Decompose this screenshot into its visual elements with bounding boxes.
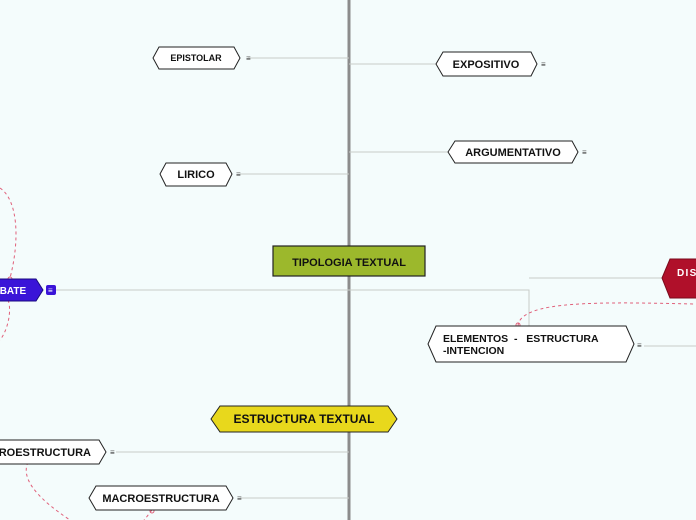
topic-epistolar-label: EPISTOLAR — [170, 53, 222, 63]
topic-epistolar[interactable]: EPISTOLAR — [152, 46, 241, 70]
relationship-lines — [0, 187, 696, 520]
connectors — [56, 57, 696, 499]
topic-elementos-label-line2: -INTENCION — [443, 345, 504, 357]
topic-discurso-label: DISCURSO PUBLICO — [677, 268, 696, 279]
topic-estructura-textual[interactable]: ESTRUCTURA TEXTUAL — [210, 405, 398, 433]
topic-debate-label: DEBATE — [0, 286, 27, 297]
notes-icon[interactable]: ≡ — [246, 54, 251, 63]
topic-lirico-label: LIRICO — [177, 169, 215, 181]
notes-icon[interactable]: ≡ — [46, 285, 56, 295]
topic-expositivo[interactable]: EXPOSITIVO — [435, 51, 538, 77]
notes-icon[interactable]: ≡ — [582, 148, 587, 157]
central-topic[interactable]: TIPOLOGIA TEXTUAL — [272, 245, 426, 277]
topic-elementos-label-line1: ELEMENTOS - ESTRUCTURA — [443, 333, 599, 345]
topic-elementos[interactable]: ELEMENTOS - ESTRUCTURA -INTENCION — [427, 325, 635, 363]
notes-icon[interactable]: ≡ — [110, 448, 115, 457]
central-topic-label: TIPOLOGIA TEXTUAL — [292, 257, 406, 269]
topic-microestructura[interactable]: MICROESTRUCTURA — [0, 439, 107, 465]
relation-macro-down — [143, 509, 153, 520]
svg-text:≡: ≡ — [48, 286, 53, 295]
topic-macroestructura[interactable]: MACROESTRUCTURA — [88, 485, 234, 511]
relation-debate-top — [0, 187, 17, 279]
notes-icon[interactable]: ≡ — [541, 60, 546, 69]
relation-debate-bottom — [0, 299, 11, 341]
topic-microestructura-label: MICROESTRUCTURA — [0, 447, 91, 459]
topic-macroestructura-label: MACROESTRUCTURA — [102, 493, 219, 505]
notes-icon[interactable]: ≡ — [637, 341, 642, 350]
notes-icon[interactable]: ≡ — [236, 170, 241, 179]
topic-expositivo-label: EXPOSITIVO — [453, 59, 520, 71]
topic-estructura-textual-label: ESTRUCTURA TEXTUAL — [234, 412, 375, 426]
connector-elementos — [349, 289, 530, 326]
relation-elementos-discurso — [517, 302, 696, 327]
topic-argumentativo-label: ARGUMENTATIVO — [465, 147, 561, 159]
notes-icon[interactable]: ≡ — [237, 494, 242, 503]
topic-discurso-publico[interactable]: DISCURSO PUBLICO — [661, 258, 696, 299]
topic-lirico[interactable]: LIRICO — [159, 162, 233, 187]
topic-argumentativo[interactable]: ARGUMENTATIVO — [447, 140, 579, 164]
relation-micro-macro — [25, 461, 71, 520]
topic-debate[interactable]: DEBATE — [0, 278, 44, 302]
